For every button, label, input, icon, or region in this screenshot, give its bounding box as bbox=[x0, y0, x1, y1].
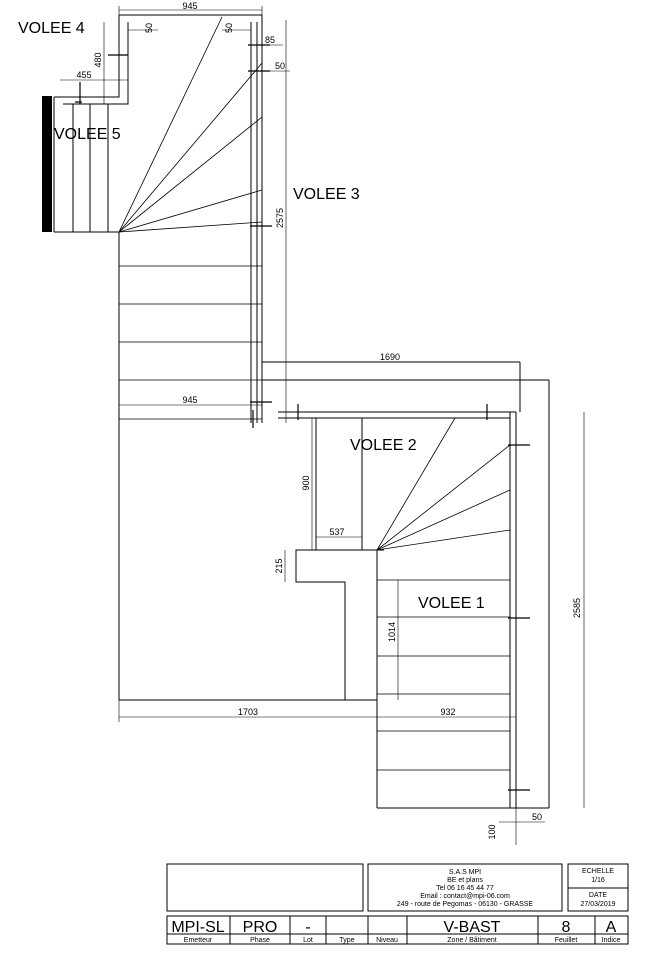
dim-bottom-100: 100 bbox=[487, 824, 497, 839]
treads-volee3 bbox=[119, 265, 262, 420]
label-volee3: VOLEE 3 bbox=[293, 186, 360, 203]
date-value: 27/03/2019 bbox=[580, 901, 615, 908]
dim-top-width: 945 bbox=[182, 1, 197, 11]
feuillet-header: Feuillet bbox=[555, 937, 578, 944]
dimension-lines bbox=[60, 6, 585, 845]
dim-vertical-2575: 2575 bbox=[275, 208, 285, 228]
company-address: 249 - route de Pegomas - 06130 - GRASSE bbox=[397, 901, 534, 908]
treads-volee1 bbox=[377, 579, 510, 771]
company-email: Email : contact@mpi-06.com bbox=[420, 893, 510, 900]
zone-header: Zone / Bâtiment bbox=[447, 937, 496, 944]
dim-bottom-932: 932 bbox=[440, 707, 455, 717]
echelle-value: 1/16 bbox=[591, 877, 605, 884]
dim-bottom-50: 50 bbox=[532, 812, 542, 822]
type-header: Type bbox=[339, 937, 354, 944]
dimension-texts: 945 50 50 85 50 480 455 2575 1690 945 90… bbox=[76, 1, 582, 840]
label-volee4: VOLEE 4 bbox=[18, 20, 85, 37]
dim-landing-537: 537 bbox=[329, 527, 344, 537]
dim-landing-215: 215 bbox=[274, 558, 284, 573]
dim-right-50: 50 bbox=[275, 61, 285, 71]
dim-vertical-1014: 1014 bbox=[387, 622, 397, 642]
dim-vertical-2585: 2585 bbox=[572, 598, 582, 618]
winder-steps-upper bbox=[118, 16, 263, 233]
feuillet-value: 8 bbox=[562, 919, 571, 936]
indice-header: Indice bbox=[602, 937, 621, 944]
title-block-text: S.A.S MPI BE et plans Tel 06 16 45 44 77… bbox=[171, 868, 620, 944]
echelle-label: ECHELLE bbox=[582, 868, 614, 875]
dim-mid-945: 945 bbox=[182, 395, 197, 405]
indice-value: A bbox=[606, 919, 617, 936]
emetteur-value: MPI-SL bbox=[171, 919, 224, 936]
lot-value: - bbox=[305, 919, 310, 936]
emetteur-header: Emetteur bbox=[184, 937, 213, 944]
zone-value: V-BAST bbox=[444, 919, 501, 936]
dim-top-left-offset: 50 bbox=[144, 23, 154, 33]
lot-header: Lot bbox=[303, 937, 313, 944]
label-volee5: VOLEE 5 bbox=[54, 126, 121, 143]
niveau-header: Niveau bbox=[376, 937, 398, 944]
phase-header: Phase bbox=[250, 937, 270, 944]
dim-right-85: 85 bbox=[265, 35, 275, 45]
dim-left-455: 455 bbox=[76, 70, 91, 80]
company-phone: Tel 06 16 45 44 77 bbox=[436, 885, 494, 892]
dim-mid-1690: 1690 bbox=[380, 352, 400, 362]
company-sub: BE et plans bbox=[447, 877, 483, 884]
lower-stair-outline bbox=[119, 361, 550, 809]
flight-labels: VOLEE 4 VOLEE 5 VOLEE 3 VOLEE 2 VOLEE 1 bbox=[18, 20, 485, 612]
label-volee1: VOLEE 1 bbox=[418, 595, 485, 612]
wall-block bbox=[42, 96, 52, 232]
dim-bottom-1703: 1703 bbox=[238, 707, 258, 717]
winder-steps-lower bbox=[376, 417, 511, 551]
upper-stair-outline bbox=[53, 14, 263, 700]
dim-left-480: 480 bbox=[93, 52, 103, 67]
label-volee2: VOLEE 2 bbox=[350, 437, 417, 454]
title-block bbox=[166, 863, 629, 945]
dim-top-right-offset: 50 bbox=[224, 23, 234, 33]
company-name: S.A.S MPI bbox=[449, 869, 481, 876]
dim-landing-900: 900 bbox=[301, 475, 311, 490]
date-label: DATE bbox=[589, 892, 607, 899]
phase-value: PRO bbox=[243, 919, 278, 936]
